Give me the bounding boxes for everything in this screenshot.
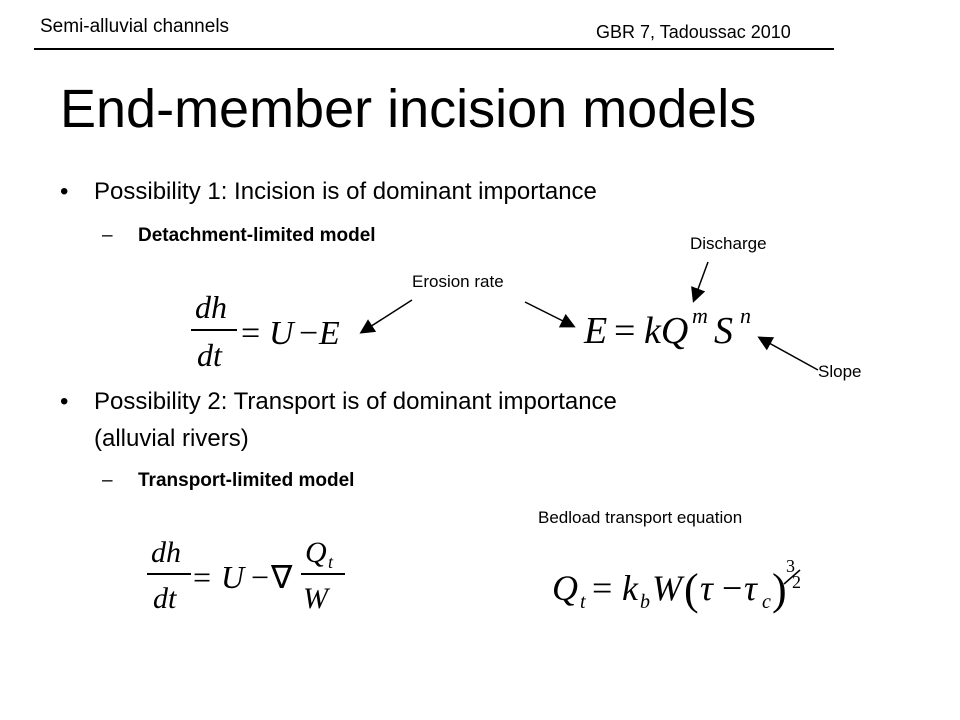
svg-text:(: ( <box>684 565 699 614</box>
svg-text:S: S <box>714 310 733 352</box>
svg-text:E: E <box>583 310 607 352</box>
svg-text:τ: τ <box>700 568 714 608</box>
svg-text:=: = <box>592 568 612 608</box>
header-left-title: Semi-alluvial channels <box>40 16 230 37</box>
svg-text:Q: Q <box>552 568 578 608</box>
annotation-discharge: Discharge <box>690 234 767 253</box>
equation-erosion: E = kQ m S n <box>583 303 751 352</box>
svg-text:c: c <box>762 591 771 613</box>
bullet-dot: • <box>60 178 69 205</box>
svg-text:m: m <box>692 303 708 328</box>
slide-title: End-member incision models <box>60 79 757 139</box>
svg-text:dt: dt <box>153 582 177 615</box>
annotation-slope: Slope <box>818 362 862 381</box>
bullet-2-text-line2: (alluvial rivers) <box>94 425 249 452</box>
sub-bullet-dash: – <box>102 225 113 246</box>
svg-text:n: n <box>740 303 751 328</box>
bullet-2-text-line1: Possibility 2: Transport is of dominant … <box>94 388 617 415</box>
svg-text:t: t <box>580 591 586 613</box>
eq-E: E <box>318 315 340 352</box>
svg-text:k: k <box>622 568 639 608</box>
eq-numerator-dh: dh <box>195 289 227 325</box>
equation-bedload: Q t = k b W ( τ − τ c ) 3 2 <box>552 556 801 614</box>
header-rule <box>34 48 834 50</box>
equation-detachment: dh dt = U − E <box>191 289 340 373</box>
arrow-discharge <box>691 261 709 303</box>
svg-text:=: = <box>193 559 211 595</box>
svg-text:=: = <box>614 310 635 352</box>
svg-text:W: W <box>652 568 685 608</box>
svg-text:t: t <box>328 552 334 572</box>
header-right-title: GBR 7, Tadoussac 2010 <box>596 22 791 42</box>
arrow-erosion-right <box>524 301 576 328</box>
svg-text:): ) <box>772 565 787 614</box>
svg-text:3: 3 <box>786 556 795 576</box>
svg-text:dh: dh <box>151 536 181 569</box>
arrow-erosion-left <box>359 299 413 334</box>
svg-text:∇: ∇ <box>270 559 293 595</box>
svg-text:2: 2 <box>792 572 801 592</box>
svg-text:b: b <box>640 591 650 613</box>
svg-text:W: W <box>303 582 331 615</box>
annotation-bedload: Bedload transport equation <box>538 508 743 527</box>
svg-text:−: − <box>251 559 269 595</box>
svg-text:U: U <box>221 559 246 595</box>
svg-text:Q: Q <box>305 536 327 569</box>
annotation-erosion-rate: Erosion rate <box>412 272 504 291</box>
equation-transport: dh dt = U − ∇ Q t W <box>147 536 345 615</box>
eq-minus: − <box>299 315 318 352</box>
svg-text:−: − <box>722 568 742 608</box>
eq-U: U <box>269 315 296 352</box>
eq-equals: = <box>241 315 260 352</box>
svg-text:τ: τ <box>744 568 758 608</box>
sub-bullet-dash: – <box>102 470 113 491</box>
bullet-1-text: Possibility 1: Incision is of dominant i… <box>94 178 597 205</box>
eq-denominator-dt: dt <box>197 337 223 373</box>
bullet-dot: • <box>60 388 69 415</box>
arrow-slope <box>757 336 819 371</box>
svg-text:kQ: kQ <box>644 310 688 352</box>
sub-bullet-1-text: Detachment-limited model <box>138 225 376 246</box>
sub-bullet-2-text: Transport-limited model <box>138 470 355 491</box>
